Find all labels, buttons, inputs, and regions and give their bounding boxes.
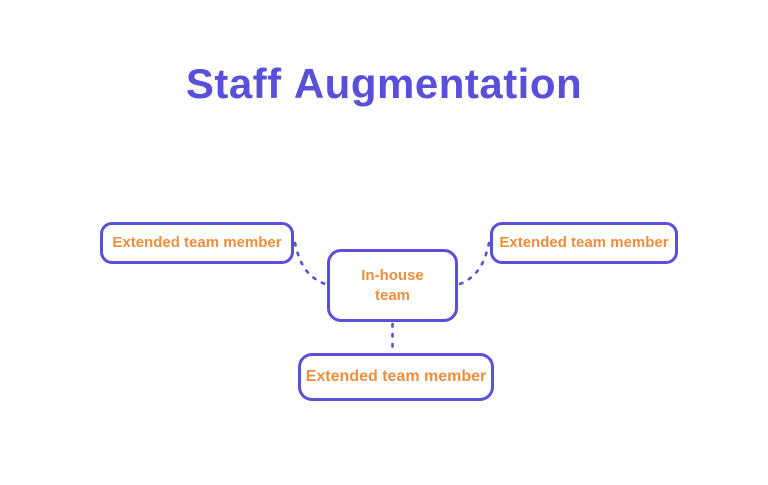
title-word-augmentation: Augmentation xyxy=(293,60,583,107)
node-in-house-team: In-house team xyxy=(327,249,458,322)
node-label: Extended team member xyxy=(499,234,669,252)
title-word-staff: Staff xyxy=(185,60,282,107)
page-title: Staff Augmentation xyxy=(0,60,768,108)
node-extended-team-member-left: Extended team member xyxy=(100,222,294,264)
left-connector-dashed-line xyxy=(293,241,327,286)
node-extended-team-member-right: Extended team member xyxy=(490,222,678,264)
node-extended-team-member-bottom: Extended team member xyxy=(298,353,494,401)
node-label: In-house team xyxy=(361,267,424,304)
node-label: Extended team member xyxy=(112,234,282,252)
right-connector-dashed-line xyxy=(458,241,491,286)
node-label: Extended team member xyxy=(305,367,487,385)
